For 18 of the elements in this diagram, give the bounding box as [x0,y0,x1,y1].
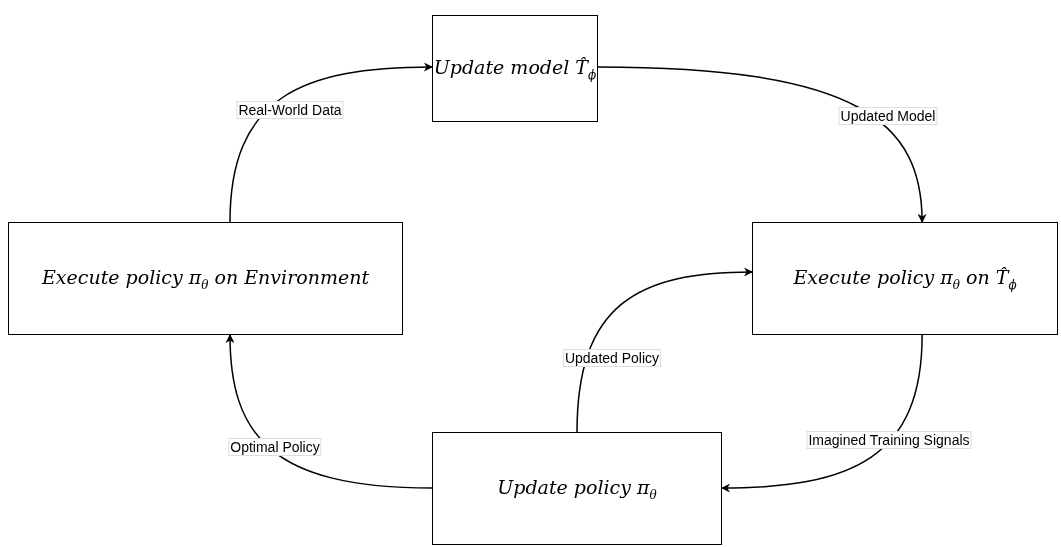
edge-label: Updated Policy [562,349,662,367]
node-label: Execute policy π$_{θ}$ on T̂$_{ϕ}$ [793,265,1017,292]
edge-label: Imagined Training Signals [806,431,972,449]
node-label: Update model T̂$_{ϕ}$ [433,55,597,82]
process-box [752,222,1058,335]
process-box [432,15,598,122]
curved-arrow [229,62,433,223]
process-box [8,222,403,335]
edge-label: Real-World Data [236,101,344,119]
edge-label: Updated Model [838,107,938,125]
edge-label: Optimal Policy [228,438,322,456]
node-label: Update policy π$_{θ}$ [497,475,657,502]
process-box [432,432,722,545]
curved-arrow [721,334,923,493]
node-label: Execute policy π$_{θ}$ on Environment [41,265,370,292]
curved-arrow [225,334,433,489]
curved-arrow [597,66,927,223]
curved-arrow [576,267,753,433]
